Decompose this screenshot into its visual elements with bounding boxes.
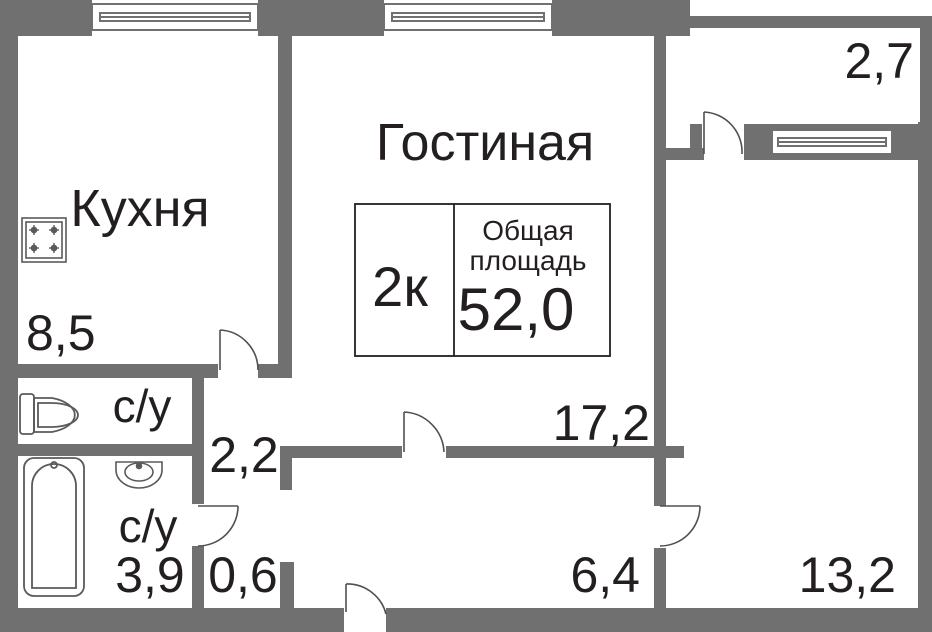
area-balcony: 2,7 — [844, 33, 914, 89]
room-name-kitchen: Кухня — [70, 180, 209, 238]
wall-corridor-bedroom — [654, 446, 666, 506]
area-living: 17,2 — [553, 395, 650, 451]
wall-living-bottom-left — [280, 446, 402, 458]
sink-icon — [115, 461, 163, 489]
door-living — [403, 411, 445, 453]
door-bathroom — [197, 505, 239, 547]
wall-top-right — [552, 0, 690, 36]
summary-box — [354, 203, 611, 357]
room-name-bath-small: с/у — [113, 380, 172, 432]
window-living — [383, 3, 553, 31]
wall-bath-right-bottom — [192, 546, 204, 632]
area-kitchen: 8,5 — [26, 305, 96, 361]
room-name-bath-large: с/у — [119, 500, 178, 552]
area-bath-large: 3,9 — [115, 547, 185, 603]
wall-kitchen-bottom-left — [0, 364, 218, 378]
windows — [91, 3, 893, 155]
total-label-line1: Общая — [482, 215, 574, 246]
wall-top-mid — [258, 0, 384, 36]
wall-right — [918, 122, 932, 632]
wall-bath-separator — [0, 444, 204, 456]
wall-balcony-right — [920, 16, 932, 128]
area-hall: 2,2 — [209, 427, 279, 483]
door-entrance — [345, 583, 387, 615]
wall-corridor-bedroom-lower — [654, 548, 666, 632]
window-kitchen — [91, 3, 259, 31]
wall-bath-right-top — [192, 364, 204, 504]
wall-kitchen-bottom-right — [258, 364, 292, 378]
door-kitchen — [219, 329, 259, 371]
total-area: 52,0 — [458, 276, 575, 343]
wall-living-bedroom — [654, 36, 666, 456]
door-balcony — [703, 111, 743, 155]
room-name-living: Гостиная — [376, 114, 594, 172]
doors — [197, 111, 743, 615]
wall-living-bottom-right — [446, 446, 684, 458]
wall-left — [0, 0, 18, 632]
stove-icon — [21, 217, 67, 263]
window-balcony — [771, 129, 893, 155]
wall-kitchen-living — [278, 36, 292, 368]
wall-balcony-top — [690, 16, 932, 28]
toilet-icon — [19, 393, 79, 435]
rooms-count: 2к — [372, 255, 428, 318]
wall-closet-right — [280, 562, 294, 632]
bathtub-icon — [23, 457, 85, 597]
wall-bedroom-stub — [666, 148, 704, 160]
area-closet: 0,6 — [208, 547, 278, 603]
total-label-line2: площадь — [470, 245, 587, 276]
door-bedroom — [659, 505, 701, 547]
area-bedroom: 13,2 — [799, 547, 896, 603]
area-corridor: 6,4 — [570, 547, 640, 603]
